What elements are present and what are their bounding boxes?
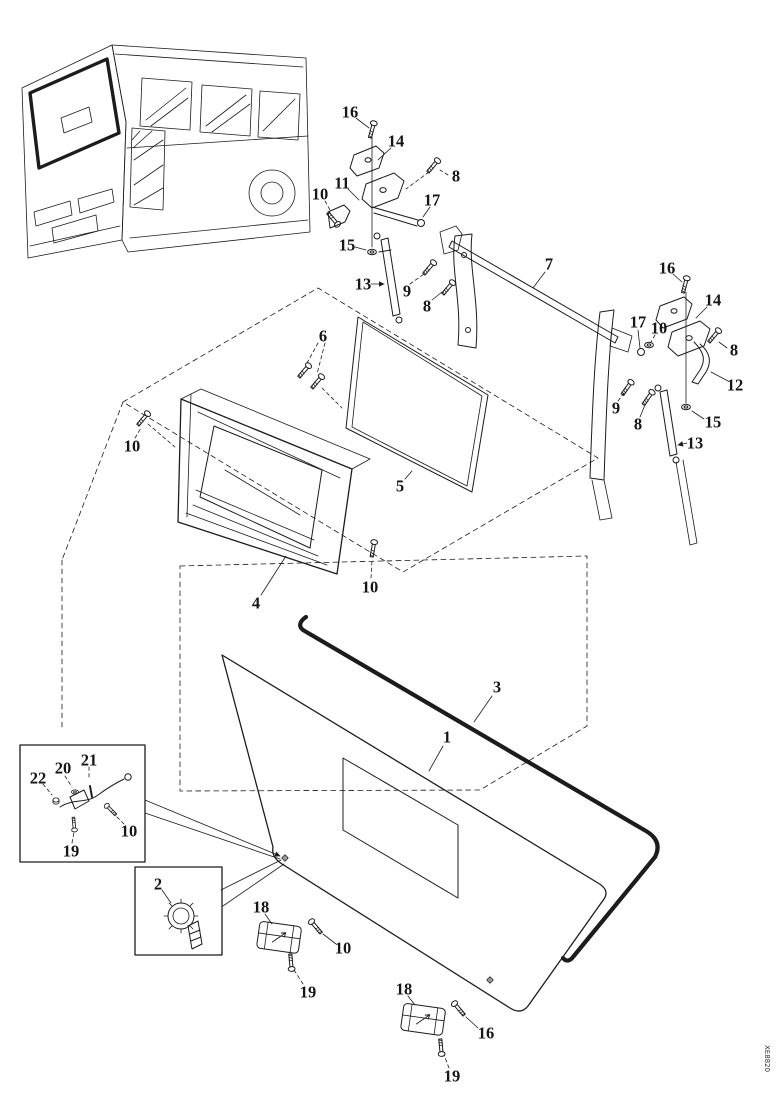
bracket-12: [691, 341, 710, 385]
frame-right-pillar: [589, 309, 615, 521]
screw-10-icon: [306, 917, 325, 936]
highlighted-rear-window: [28, 57, 121, 170]
washer-10-icon: [644, 341, 654, 349]
callout-8: 8: [423, 297, 431, 316]
washer-15-icon: [367, 248, 377, 256]
callout-9: 9: [403, 282, 411, 301]
callout-8: 8: [730, 341, 738, 360]
screw-8-icon: [424, 156, 443, 175]
callout-10: 10: [651, 319, 668, 338]
callout-16: 16: [342, 103, 359, 122]
callout-12: 12: [727, 376, 744, 395]
screw-19-icon: [436, 1038, 446, 1058]
callout-16: 16: [659, 259, 676, 278]
left-hinge-assembly: [324, 117, 478, 349]
callout-15: 15: [705, 413, 722, 432]
callout-1: 1: [443, 728, 451, 747]
callout-14: 14: [388, 132, 405, 151]
screw-9-icon: [420, 258, 439, 277]
washer-15-icon: [681, 403, 691, 411]
screw-16-icon: [679, 274, 692, 295]
inset-leader-line: [220, 859, 282, 891]
callout-7: 7: [545, 255, 553, 274]
screw-8-icon: [439, 278, 458, 297]
phantom-plane-lower: [179, 555, 588, 792]
callout-10: 10: [362, 578, 379, 597]
callout-19: 19: [300, 983, 317, 1002]
callout-11: 11: [334, 174, 350, 193]
screw-16-icon: [366, 119, 379, 140]
figure-code: XE8820: [763, 1045, 771, 1072]
callout-5: 5: [396, 477, 404, 496]
screw-8-icon: [705, 326, 724, 345]
mount-hole: [485, 975, 495, 985]
callout-14: 14: [705, 291, 722, 310]
right-hinge-assembly: [617, 273, 729, 546]
callout-20: 20: [55, 759, 72, 778]
callout-8: 8: [452, 167, 460, 186]
callout-19: 19: [63, 842, 80, 861]
screw-10-icon: [324, 210, 343, 229]
callout-10: 10: [312, 185, 329, 204]
callout-9: 9: [612, 399, 620, 418]
screws-6: [295, 342, 343, 409]
screw-16-icon: [449, 999, 468, 1018]
panel-cutout: [342, 757, 459, 899]
support-rail-7: [439, 225, 633, 353]
callout-6: 6: [319, 327, 327, 346]
guide-bracket: [453, 233, 478, 349]
callout-17: 17: [424, 191, 441, 210]
phantom-plane-upper: [61, 287, 599, 729]
callout-18: 18: [253, 898, 270, 917]
knob-detail-inset: [134, 859, 285, 956]
screw-19-icon: [286, 953, 296, 973]
screw-10-left: [134, 409, 176, 448]
callout-19: 19: [444, 1067, 461, 1086]
gas-strut-13: [659, 389, 678, 457]
callout-13: 13: [355, 275, 372, 294]
callout-2: 2: [154, 875, 162, 894]
callout-10: 10: [335, 939, 352, 958]
callout-13: 13: [687, 434, 704, 453]
retainer-clip-a: [255, 913, 337, 985]
callout-3: 3: [493, 678, 501, 697]
inset-leader-line: [144, 799, 281, 857]
inset-leader-line: [222, 863, 285, 907]
latch-detail-inset: [19, 744, 281, 863]
callout-10: 10: [121, 822, 138, 841]
vehicle-thumbnail: [21, 44, 311, 259]
screw-8-icon: [640, 387, 657, 408]
callout-8: 8: [634, 415, 642, 434]
screw-10-middle: [367, 538, 379, 579]
callout-15: 15: [339, 236, 356, 255]
callout-10: 10: [124, 437, 141, 456]
callout-21: 21: [81, 751, 98, 770]
retainer-clip-b: [399, 995, 479, 1069]
rear-glass-panel-1: [221, 654, 607, 1012]
screw-9-icon: [619, 377, 636, 398]
glass-panel-5: [345, 316, 489, 493]
callout-4: 4: [252, 594, 260, 613]
mount-hole: [280, 853, 290, 863]
callout-22: 22: [30, 769, 47, 788]
callout-17: 17: [630, 313, 647, 332]
window-frame-4: [177, 388, 371, 596]
gas-strut-13: [378, 237, 401, 317]
inset-leader-line: [144, 812, 281, 860]
callout-16: 16: [478, 1024, 495, 1043]
callout-18: 18: [396, 980, 413, 999]
window-seal-3: [298, 614, 660, 963]
